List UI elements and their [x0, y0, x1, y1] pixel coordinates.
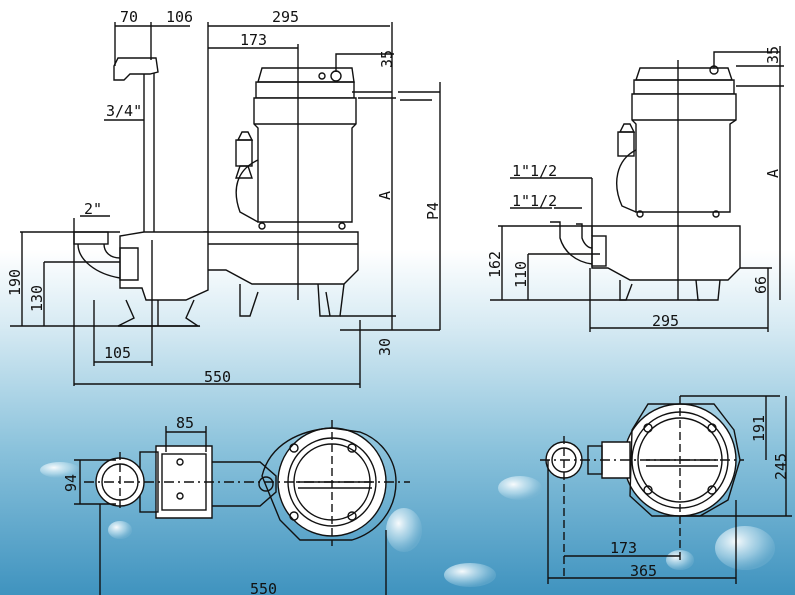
dim-right-A: A — [764, 169, 782, 178]
dim-right-66: 66 — [752, 276, 770, 294]
dim-right-162: 162 — [486, 251, 504, 278]
water-bubbles — [40, 462, 775, 587]
dim-plan-191: 191 — [750, 415, 768, 442]
dim-left-A: A — [376, 191, 394, 200]
left-plan-view — [74, 420, 410, 595]
dim-top-295: 295 — [272, 8, 299, 26]
dim-plan-173: 173 — [610, 539, 637, 557]
dim-plan-550: 550 — [250, 580, 277, 595]
dim-plan-94: 94 — [62, 474, 80, 492]
dim-right-35: 35 — [764, 46, 782, 64]
dim-plan-365: 365 — [630, 562, 657, 580]
dimension-labels: 70 106 295 173 35 3/4" 2" 190 130 105 55… — [6, 8, 790, 595]
dim-left-130: 130 — [28, 285, 46, 312]
dim-left-190: 190 — [6, 269, 24, 296]
dim-right-1-1-2-b: 1"1/2 — [512, 192, 557, 210]
dim-right-295: 295 — [652, 312, 679, 330]
dim-left-35: 35 — [378, 50, 396, 68]
dim-top-70: 70 — [120, 8, 138, 26]
dim-right-1-1-2-a: 1"1/2 — [512, 162, 557, 180]
right-plan-view — [540, 395, 792, 584]
dim-left-550: 550 — [204, 368, 231, 386]
dim-left-P4: P4 — [424, 202, 442, 220]
dim-top-173: 173 — [240, 31, 267, 49]
dim-plan-85: 85 — [176, 414, 194, 432]
dim-left-105: 105 — [104, 344, 131, 362]
left-side-view — [10, 22, 441, 388]
dim-left-30: 30 — [376, 338, 394, 356]
dim-outlet-2: 2" — [84, 200, 102, 218]
dim-right-110: 110 — [512, 261, 530, 288]
dim-top-106: 106 — [166, 8, 193, 26]
dim-pipe-3-4: 3/4" — [106, 102, 142, 120]
right-side-view — [490, 46, 784, 332]
dim-plan-245: 245 — [772, 453, 790, 480]
